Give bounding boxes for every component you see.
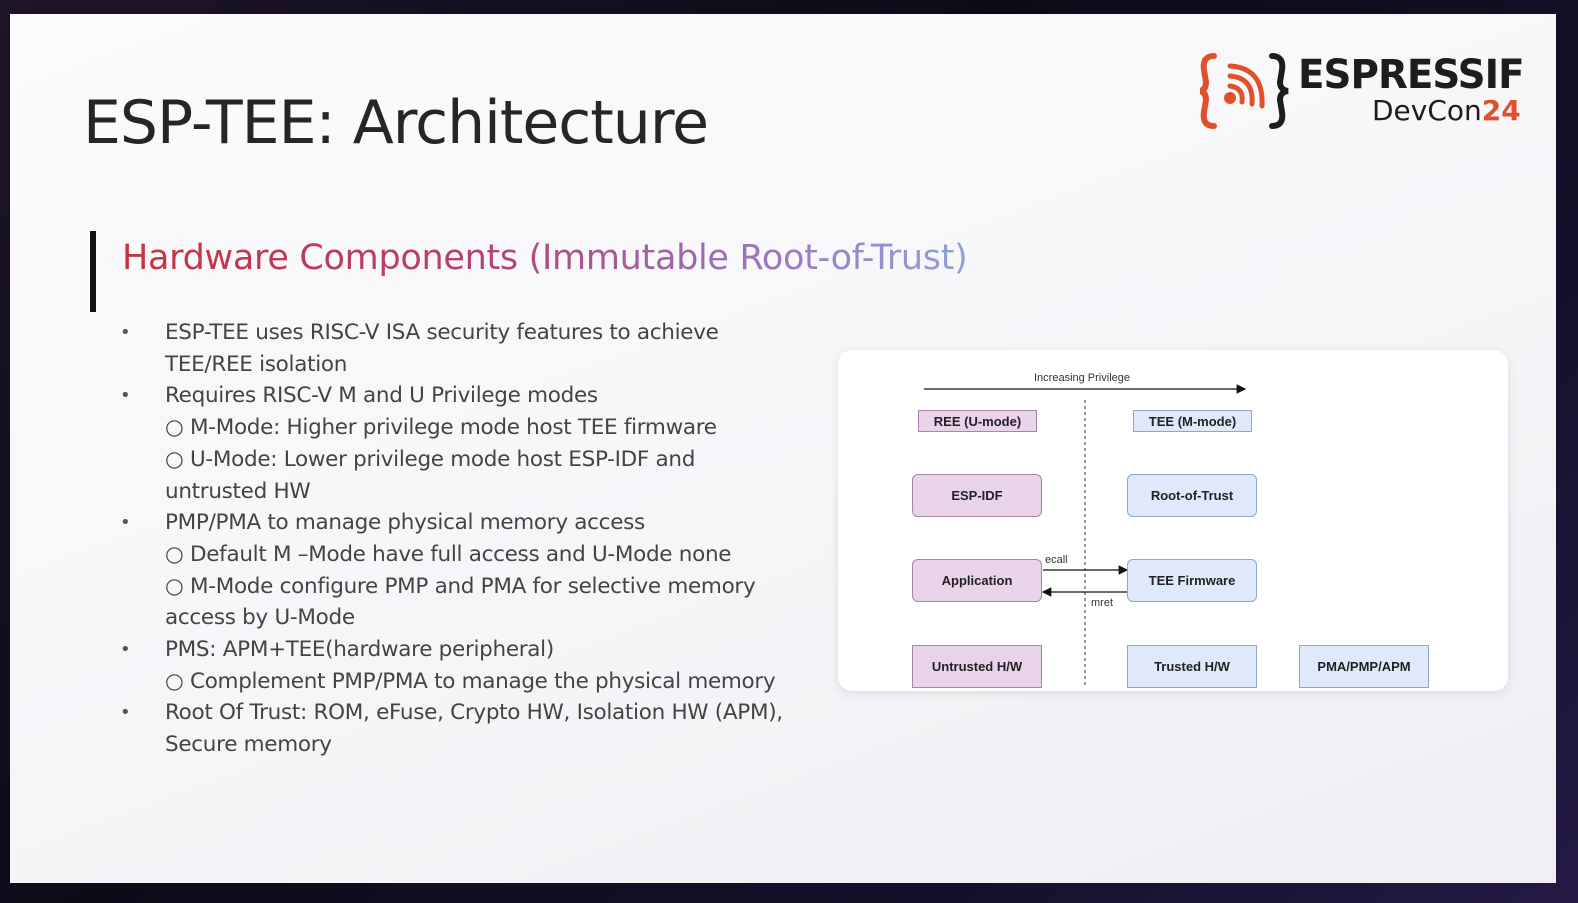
trusted-hw-box: Trusted H/W xyxy=(1127,645,1257,688)
application-box: Application xyxy=(912,559,1042,602)
bullet-continuation: Secure memory xyxy=(118,729,788,761)
privilege-label: Increasing Privilege xyxy=(1034,372,1130,384)
bullet-item: • PMP/PMA to manage physical memory acces… xyxy=(118,507,788,539)
espressif-devcon-logo: ESPRESSIF DevCon24 xyxy=(1200,48,1530,138)
bullet-text: Secure memory xyxy=(165,732,332,758)
bullet-text: TEE/REE isolation xyxy=(165,351,348,377)
logo-event-name: DevCon24 xyxy=(1372,94,1521,127)
untrusted-hw-box: Untrusted H/W xyxy=(912,645,1042,688)
architecture-diagram: Increasing Privilege REE (U-mode) TEE (M… xyxy=(838,350,1508,691)
bullet-text: ESP-TEE uses RISC-V ISA security feature… xyxy=(165,320,719,345)
slide: ESP-TEE: Architecture ESPRESSIF DevCon24… xyxy=(10,14,1556,883)
ree-header: REE (U-mode) xyxy=(918,410,1037,432)
sub-bullet-continuation: untrusted HW xyxy=(118,476,788,508)
bullet-item: • Requires RISC-V M and U Privilege modes xyxy=(118,380,788,412)
esp-idf-box: ESP-IDF xyxy=(912,474,1042,517)
sub-bullet-continuation: access by U-Mode xyxy=(118,602,788,634)
espressif-logo-icon xyxy=(1200,53,1289,129)
sub-bullet-text: access by U-Mode xyxy=(165,605,355,631)
bullet-continuation: TEE/REE isolation xyxy=(118,349,788,381)
sub-bullet-item: ○ M-Mode configure PMP and PMA for selec… xyxy=(118,571,788,603)
bullet-dot: • xyxy=(120,702,131,724)
bullet-item: • Root Of Trust: ROM, eFuse, Crypto HW, I… xyxy=(118,697,788,729)
bullet-dot: • xyxy=(120,385,131,407)
diagram-connectors xyxy=(924,384,1247,685)
bullet-text: Root Of Trust: ROM, eFuse, Crypto HW, Is… xyxy=(165,700,783,726)
sub-bullet-text: ○ Default M –Mode have full access and U… xyxy=(165,541,732,567)
sub-bullet-item: ○ Complement PMP/PMA to manage the physi… xyxy=(118,666,788,698)
tee-firmware-box: TEE Firmware xyxy=(1127,559,1257,602)
sub-bullet-text: ○ Complement PMP/PMA to manage the physi… xyxy=(165,668,776,694)
root-of-trust-box: Root-of-Trust xyxy=(1127,474,1257,517)
sub-bullet-text: ○ M-Mode: Higher privilege mode host TEE… xyxy=(165,415,717,441)
slide-title: ESP-TEE: Architecture xyxy=(83,88,709,158)
tee-header: TEE (M-mode) xyxy=(1133,410,1252,432)
mret-label: mret xyxy=(1091,597,1113,609)
bullet-dot: • xyxy=(120,639,131,661)
bullet-item: • ESP-TEE uses RISC-V ISA security featur… xyxy=(118,317,788,349)
bullet-dot: • xyxy=(120,512,131,534)
bullet-text: Requires RISC-V M and U Privilege modes xyxy=(165,383,598,409)
bullet-item: • PMS: APM+TEE(hardware peripheral) xyxy=(118,634,788,666)
bullet-text: PMP/PMA to manage physical memory access xyxy=(165,510,645,536)
pma-pmp-apm-box: PMA/PMP/APM xyxy=(1299,645,1429,688)
logo-wordmark: ESPRESSIF xyxy=(1298,52,1525,98)
section-accent-bar xyxy=(90,231,96,312)
sub-bullet-text: untrusted HW xyxy=(165,478,311,504)
bullet-text: PMS: APM+TEE(hardware peripheral) xyxy=(165,637,554,663)
bullet-list: • ESP-TEE uses RISC-V ISA security featur… xyxy=(118,317,788,761)
sub-bullet-item: ○ M-Mode: Higher privilege mode host TEE… xyxy=(118,412,788,444)
sub-bullet-item: ○ Default M –Mode have full access and U… xyxy=(118,539,788,571)
sub-bullet-item: ○ U-Mode: Lower privilege mode host ESP-… xyxy=(118,444,788,476)
logo-event-prefix: DevCon xyxy=(1372,94,1482,127)
bullet-dot: • xyxy=(120,322,131,343)
sub-bullet-text: ○ M-Mode configure PMP and PMA for selec… xyxy=(165,573,756,599)
section-heading: Hardware Components (Immutable Root-of-T… xyxy=(122,238,968,278)
sub-bullet-text: ○ U-Mode: Lower privilege mode host ESP-… xyxy=(165,446,696,472)
ecall-label: ecall xyxy=(1045,554,1068,566)
logo-event-number: 24 xyxy=(1481,94,1521,127)
